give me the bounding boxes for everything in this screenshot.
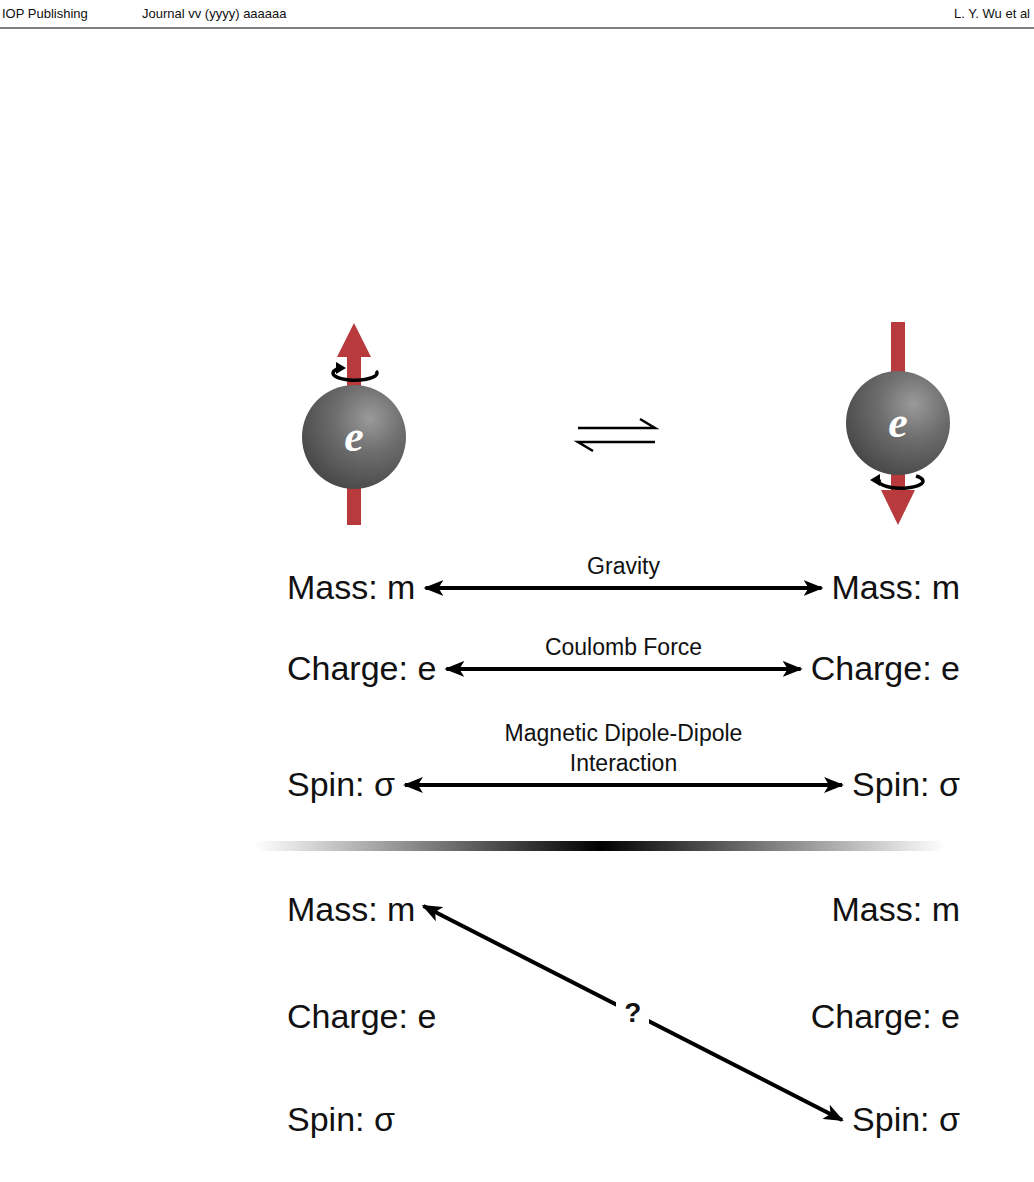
property-text: Charge: e <box>809 996 962 1037</box>
property-label: Mass: m <box>832 891 960 928</box>
property-label: Spin: σ <box>852 1101 960 1138</box>
property-label: Charge: e <box>811 998 960 1035</box>
property-text: Mass: m <box>830 889 962 930</box>
property-text: Mass: m <box>285 567 417 608</box>
property-label: Spin: σ <box>287 1101 395 1138</box>
header-text: IOP Publishing <box>2 6 88 21</box>
property-text: Spin: σ <box>285 1099 397 1140</box>
rotation-tip <box>336 362 346 374</box>
equilibrium-harpoon <box>578 419 655 428</box>
interaction-arrow <box>423 906 842 1120</box>
property-text: Spin: σ <box>850 764 962 805</box>
property-label: Spin: σ <box>287 766 395 803</box>
rotation-tip <box>870 474 880 486</box>
particle-symbol: e <box>888 401 908 445</box>
divider-bar <box>255 841 945 851</box>
property-label: Spin: σ <box>852 766 960 803</box>
property-text: Mass: m <box>285 889 417 930</box>
edge-label: ? <box>616 995 649 1031</box>
rotation-arc <box>879 476 923 488</box>
particle-symbol: e <box>344 415 364 459</box>
spin-arrowhead <box>337 323 371 357</box>
property-text: Mass: m <box>830 567 962 608</box>
edge-label: Magnetic Dipole-Dipole Interaction <box>460 719 788 779</box>
edge-label: Gravity <box>583 552 664 582</box>
property-label: Mass: m <box>287 891 415 928</box>
property-label: Charge: e <box>287 650 436 687</box>
interaction-arrow <box>405 783 842 787</box>
property-text: Spin: σ <box>285 764 397 805</box>
property-label: Charge: e <box>811 650 960 687</box>
interaction-arrow <box>446 667 800 671</box>
property-label: Mass: m <box>832 569 960 606</box>
electron-sphere: e <box>302 385 406 489</box>
property-label: Charge: e <box>287 998 436 1035</box>
property-text: Charge: e <box>809 648 962 689</box>
property-text: Spin: σ <box>850 1099 962 1140</box>
edge-label: Coulomb Force <box>541 633 706 663</box>
spin-arrowhead <box>881 490 915 525</box>
header-text: L. Y. Wu et al <box>954 6 1030 21</box>
equilibrium-harpoon <box>578 442 655 451</box>
property-text: Charge: e <box>285 996 438 1037</box>
header-rule <box>0 28 1034 29</box>
interaction-arrow <box>425 586 821 590</box>
property-text: Charge: e <box>285 648 438 689</box>
electron-sphere: e <box>846 371 950 475</box>
property-label: Mass: m <box>287 569 415 606</box>
header-text: Journal vv (yyyy) aaaaaa <box>142 6 287 21</box>
